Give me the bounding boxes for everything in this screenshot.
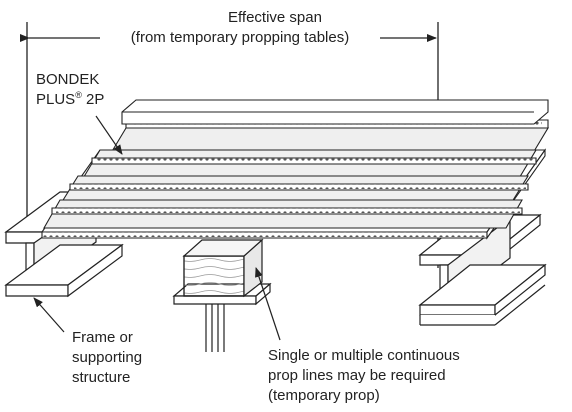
- temporary-prop: [172, 238, 272, 352]
- frame-line3: structure: [72, 369, 131, 386]
- registered-mark: ®: [75, 90, 82, 100]
- effective-span-note: (from temporary propping tables): [104, 28, 376, 48]
- bondek-decking: [40, 99, 549, 240]
- prop-line3: (temporary prop): [268, 387, 380, 404]
- product-leader: [95, 115, 123, 155]
- product-line2: PLUS® 2P: [36, 90, 104, 110]
- prop-line2: prop lines may be required: [268, 367, 446, 384]
- frame-line1: Frame or: [72, 329, 133, 346]
- frame-leader: [33, 297, 65, 333]
- leader-lines: [33, 115, 281, 341]
- frame-line2: supporting: [72, 349, 143, 366]
- prop-line1: Single or multiple continuous: [268, 347, 460, 364]
- frame-label: Frame or supporting structure: [72, 328, 142, 388]
- product-label: BONDEK PLUS® 2P: [36, 70, 104, 110]
- product-name-2p: 2P: [81, 91, 105, 108]
- prop-leader: [255, 267, 281, 341]
- effective-span-label: Effective span: [170, 8, 380, 28]
- prop-label: Single or multiple continuous prop lines…: [268, 346, 460, 406]
- effective-span-line1: Effective span: [228, 9, 322, 26]
- effective-span-line2: (from temporary propping tables): [130, 29, 350, 46]
- product-name-plus: PLUS: [36, 91, 76, 108]
- product-line1: BONDEK: [36, 71, 100, 88]
